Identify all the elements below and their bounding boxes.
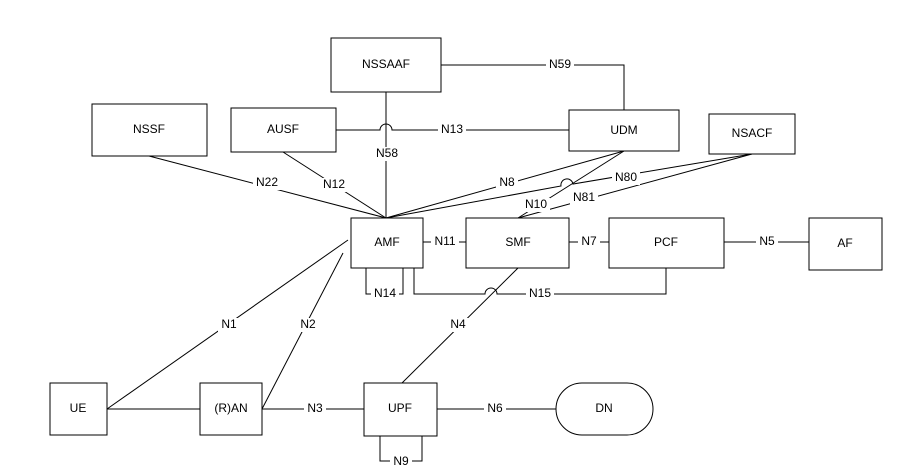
node-amf: AMF — [350, 217, 424, 269]
link-n80 — [385, 153, 753, 219]
label-n10: N10 — [522, 197, 550, 212]
node-ue: UE — [49, 382, 108, 436]
node-ue-label: UE — [70, 401, 87, 415]
node-pcf: PCF — [608, 217, 725, 269]
svg-text:N2: N2 — [300, 317, 316, 331]
label-n81: N81 — [570, 190, 598, 205]
node-dn: DN — [555, 382, 654, 436]
svg-text:N3: N3 — [307, 401, 323, 415]
node-udm-label: UDM — [610, 123, 637, 137]
label-n1: N1 — [218, 317, 240, 332]
label-n59: N59 — [546, 57, 574, 72]
node-upf-label: UPF — [388, 401, 412, 415]
svg-text:N12: N12 — [323, 177, 345, 191]
label-n22: N22 — [253, 175, 281, 190]
link-n81 — [517, 153, 753, 219]
label-n7: N7 — [578, 234, 600, 249]
node-ausf: AUSF — [230, 107, 337, 153]
label-n3: N3 — [304, 401, 326, 416]
node-ran: (R)AN — [199, 382, 263, 436]
node-dn-label: DN — [595, 401, 612, 415]
svg-text:N8: N8 — [499, 175, 515, 189]
label-n58: N58 — [373, 146, 401, 161]
node-nssf-label: NSSF — [133, 122, 165, 136]
label-n4: N4 — [447, 317, 469, 332]
svg-text:N58: N58 — [376, 146, 398, 160]
node-ausf-label: AUSF — [267, 122, 299, 136]
svg-text:N6: N6 — [487, 401, 503, 415]
node-nsacf: NSACF — [708, 113, 796, 155]
label-n80: N80 — [612, 170, 640, 185]
label-n12: N12 — [320, 177, 348, 192]
label-n8: N8 — [496, 175, 518, 190]
node-ran-label: (R)AN — [214, 401, 247, 415]
node-pcf-label: PCF — [654, 235, 678, 249]
svg-text:N59: N59 — [549, 57, 571, 71]
svg-text:N10: N10 — [525, 197, 547, 211]
svg-text:N22: N22 — [256, 175, 278, 189]
label-n2: N2 — [297, 317, 319, 332]
link-n59 — [441, 64, 625, 110]
node-nssf: NSSF — [91, 103, 208, 157]
nodes: NSSAAF NSSF AUSF UDM NSACF AMF SMF PCF — [49, 37, 883, 437]
link-n13 — [336, 123, 569, 131]
svg-text:N1: N1 — [221, 317, 237, 331]
label-n14: N14 — [371, 286, 399, 301]
node-nssaaf: NSSAAF — [330, 37, 442, 93]
node-af-label: AF — [837, 236, 852, 250]
svg-text:N81: N81 — [573, 190, 595, 204]
svg-text:N80: N80 — [615, 170, 637, 184]
svg-text:N7: N7 — [581, 234, 597, 248]
node-smf-label: SMF — [505, 235, 530, 249]
svg-text:N13: N13 — [441, 122, 463, 136]
node-nsacf-label: NSACF — [732, 126, 773, 140]
label-n13: N13 — [438, 122, 466, 137]
svg-text:N15: N15 — [529, 286, 551, 300]
svg-text:N5: N5 — [759, 234, 775, 248]
label-n9: N9 — [390, 454, 412, 469]
label-n15: N15 — [526, 286, 554, 301]
label-n11: N11 — [431, 234, 459, 249]
svg-text:N4: N4 — [450, 317, 466, 331]
svg-text:N14: N14 — [374, 286, 396, 300]
node-amf-label: AMF — [374, 235, 399, 249]
svg-text:N11: N11 — [434, 234, 455, 248]
node-upf: UPF — [363, 382, 438, 437]
interface-labels: N59 N13 N58 N22 N12 N8 N80 N10 — [218, 57, 778, 469]
node-nssaaf-label: NSSAAF — [362, 57, 410, 71]
node-af: AF — [808, 217, 883, 271]
node-udm: UDM — [568, 109, 680, 152]
link-n15 — [413, 268, 667, 295]
label-n5: N5 — [756, 234, 778, 249]
label-n6: N6 — [484, 401, 506, 416]
node-smf: SMF — [465, 217, 570, 269]
svg-text:N9: N9 — [393, 454, 409, 468]
